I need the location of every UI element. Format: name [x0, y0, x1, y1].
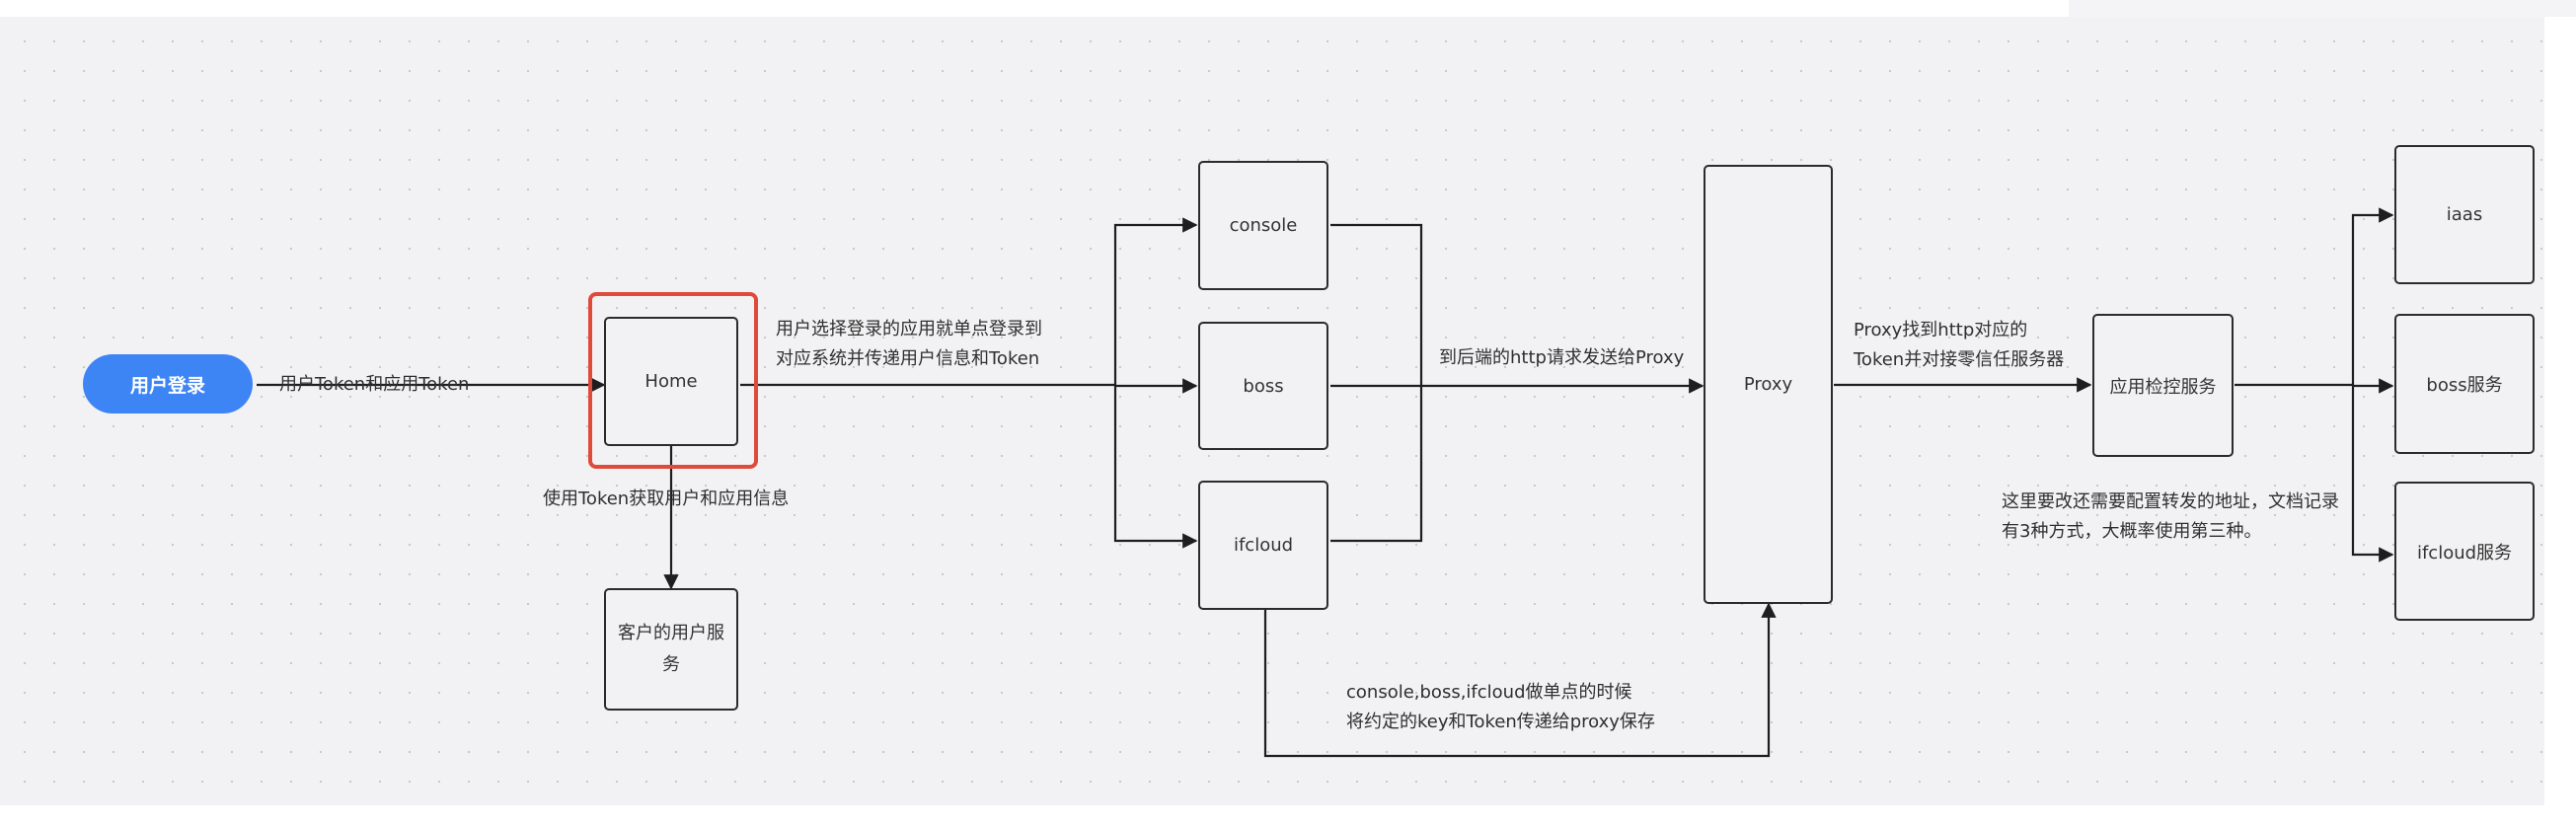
login-start-label: 用户登录: [129, 374, 205, 397]
edge-label-sso-line2: 将约定的key和Token传递给proxy保存: [1346, 712, 1655, 732]
edge-label-select-app-line2: 对应系统并传递用户信息和Token: [776, 348, 1040, 369]
node-console[interactable]: console: [1198, 161, 1328, 290]
node-proxy[interactable]: Proxy: [1704, 165, 1833, 604]
edge-ifcloud-to-proxy-sso: [1263, 602, 1777, 758]
node-ifcloud-service-label: ifcloud服务: [2416, 542, 2513, 564]
node-proxy-label: Proxy: [1743, 374, 1793, 395]
edge-label-token-text: 用户Token和应用Token: [279, 374, 470, 395]
node-ifcloud[interactable]: ifcloud: [1198, 481, 1328, 610]
edge-branch-to-ifcloud-service: [2351, 385, 2394, 563]
node-home-label: Home: [644, 371, 698, 392]
node-app-monitor-service[interactable]: 应用检控服务: [2092, 314, 2234, 457]
edge-console-to-merge: [1330, 223, 1423, 385]
edge-label-proxy-find-line1: Proxy找到http对应的: [1854, 320, 2028, 340]
edge-ifcloud-to-merge: [1330, 385, 1423, 543]
node-iaas[interactable]: iaas: [2394, 145, 2535, 284]
node-boss-label: boss: [1243, 375, 1284, 397]
edge-label-sso: console,boss,ifcloud做单点的时候 将约定的key和Token…: [1346, 678, 1655, 737]
login-start-button[interactable]: 用户登录: [83, 354, 253, 414]
edge-branch-to-ifcloud: [1113, 385, 1198, 549]
node-ifcloud-service[interactable]: ifcloud服务: [2394, 482, 2535, 621]
edge-label-token: 用户Token和应用Token: [279, 370, 469, 400]
node-customer-user-service[interactable]: 客户的用户服 务: [604, 588, 738, 711]
edge-branch-to-iaas: [2351, 207, 2394, 385]
edge-branch-to-console: [1113, 217, 1198, 385]
edge-label-select-app: 用户选择登录的应用就单点登录到 对应系统并传递用户信息和Token: [776, 315, 1042, 374]
node-boss-service[interactable]: boss服务: [2394, 314, 2535, 454]
node-boss-service-label: boss服务: [2426, 375, 2503, 396]
edge-label-http-to-proxy: 到后端的http请求发送给Proxy: [1439, 343, 1684, 373]
canvas-edge-strip: [2069, 0, 2576, 17]
edge-label-http-to-proxy-text: 到后端的http请求发送给Proxy: [1439, 347, 1685, 368]
edge-label-select-app-line1: 用户选择登录的应用就单点登录到: [776, 319, 1042, 339]
edge-label-proxy-find-line2: Token并对接零信任服务器: [1854, 349, 2065, 370]
node-app-monitor-label: 应用检控服务: [2109, 376, 2217, 398]
note-forwarding: 这里要改还需要配置转发的地址，文档记录 有3种方式，大概率使用第三种。: [2002, 488, 2339, 547]
edge-label-get-info-text: 使用Token获取用户和应用信息: [543, 489, 790, 509]
note-forwarding-line2: 有3种方式，大概率使用第三种。: [2002, 521, 2262, 542]
node-home[interactable]: Home: [604, 317, 738, 446]
edge-label-proxy-find: Proxy找到http对应的 Token并对接零信任服务器: [1854, 316, 2064, 375]
node-customer-user-service-label: 客户的用户服 务: [618, 623, 724, 675]
edge-label-get-info: 使用Token获取用户和应用信息: [543, 485, 789, 514]
home-highlight-frame: [588, 292, 758, 469]
node-iaas-label: iaas: [2446, 204, 2483, 225]
node-console-label: console: [1229, 215, 1298, 236]
note-forwarding-line1: 这里要改还需要配置转发的地址，文档记录: [2002, 491, 2339, 512]
node-ifcloud-label: ifcloud: [1233, 535, 1294, 556]
edge-label-sso-line1: console,boss,ifcloud做单点的时候: [1346, 682, 1632, 703]
node-boss[interactable]: boss: [1198, 322, 1328, 450]
